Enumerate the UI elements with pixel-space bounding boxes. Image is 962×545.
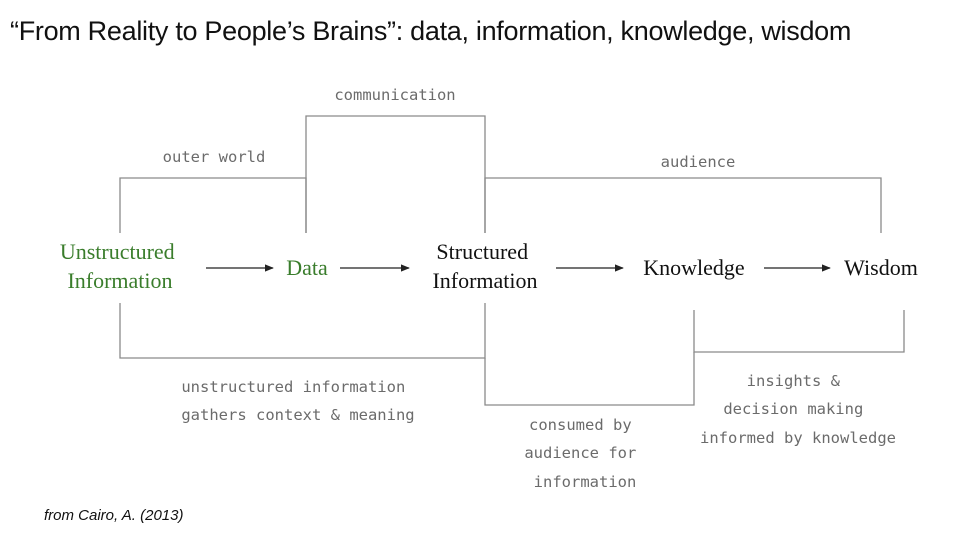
label-context-line2: gathers context & meaning [181,406,414,424]
node-unstructured-line1: Unstructured [60,239,175,264]
label-insights-line2: decision making [723,400,863,418]
citation: from Cairo, A. (2013) [44,507,184,524]
node-wisdom: Wisdom [844,255,918,280]
label-context-line1: unstructured information [181,378,405,396]
node-structured-information: Structured Information [432,239,537,293]
label-consumed-line3: information [534,473,637,491]
node-structured-line1: Structured [436,239,528,264]
consumed-bracket [484,352,695,406]
label-consumed-line1: consumed by [529,416,632,434]
audience-bracket [484,177,882,233]
insights-bracket [693,310,905,353]
node-data: Data [286,255,328,280]
context-bracket [119,303,486,359]
node-unstructured-information: Unstructured Information [60,239,180,293]
outer-world-bracket [119,177,307,233]
label-audience: audience [661,153,736,171]
label-outer-world: outer world [163,148,266,166]
label-consumed: consumed by audience for information [524,416,645,491]
node-unstructured-line2: Information [67,268,172,293]
label-communication: communication [334,86,455,104]
label-insights: insights & decision making informed by k… [700,372,896,447]
label-insights-line3: informed by knowledge [700,429,896,447]
label-insights-line1: insights & [747,372,841,390]
label-context: unstructured information gathers context… [181,378,414,424]
node-structured-line2: Information [432,268,537,293]
page-title: “From Reality to People’s Brains”: data,… [10,16,852,46]
label-consumed-line2: audience for [524,444,636,462]
communication-bracket [305,115,486,233]
node-knowledge: Knowledge [643,255,744,280]
